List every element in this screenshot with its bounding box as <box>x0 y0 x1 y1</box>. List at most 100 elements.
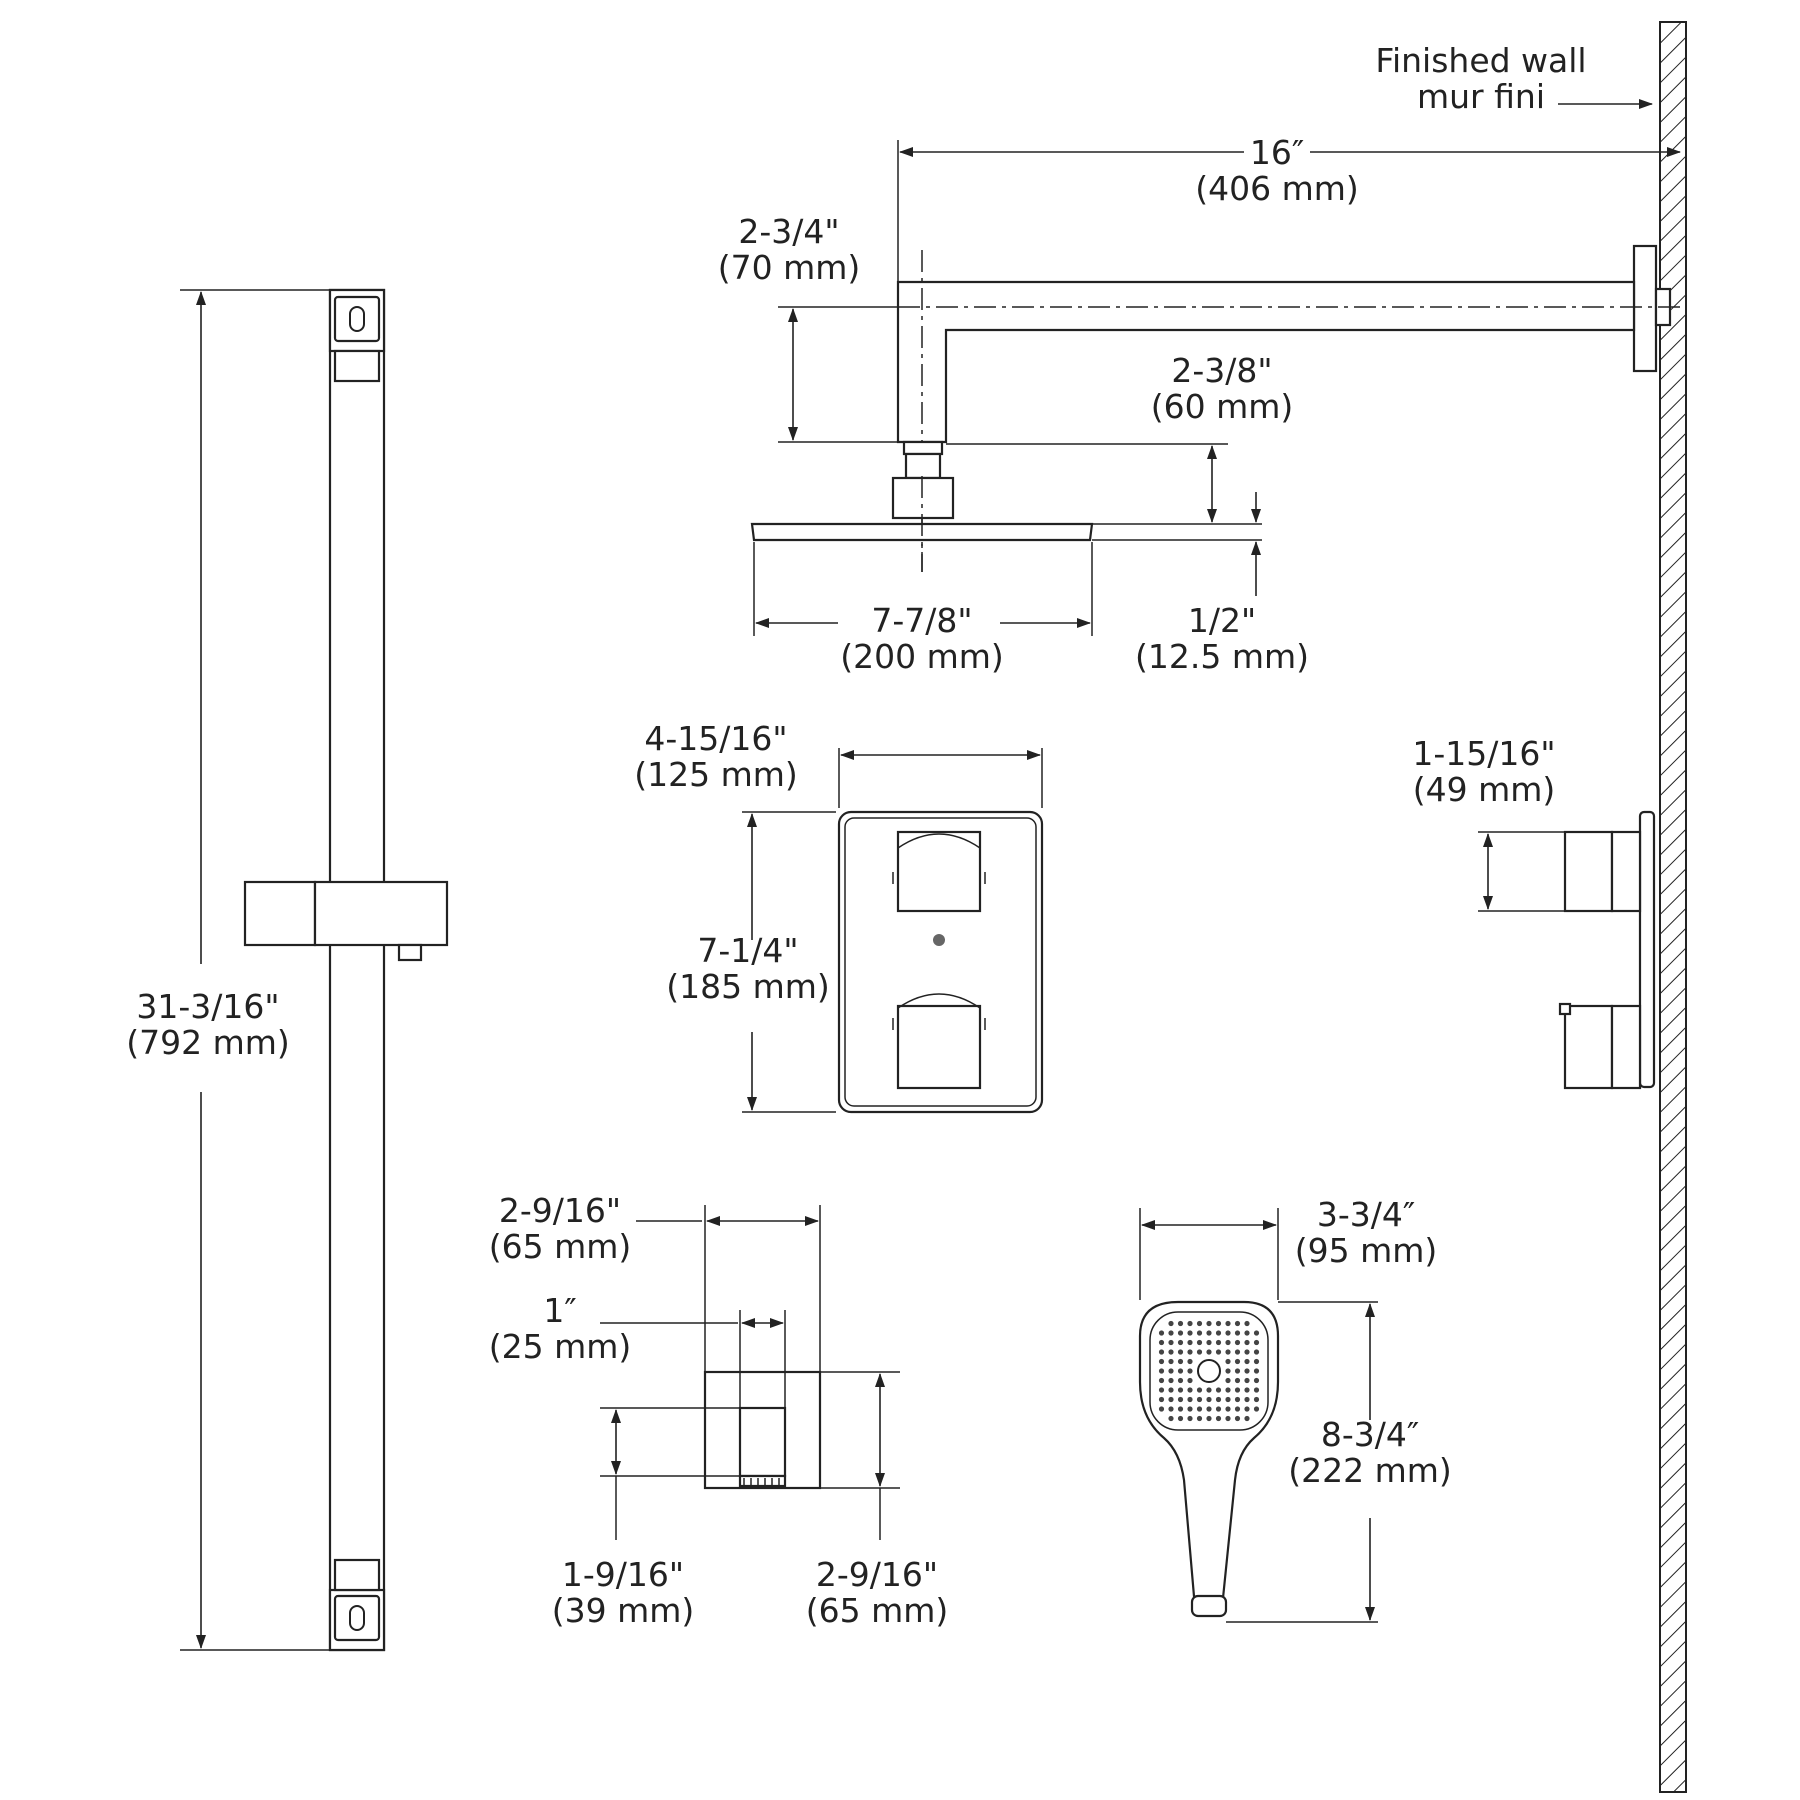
nozzle-dot <box>1234 1415 1241 1422</box>
hand-length-mm: (222 mm) <box>1288 1451 1452 1490</box>
nozzle-dot <box>1177 1339 1184 1346</box>
valve-height-in: 7-1/4" <box>697 931 798 970</box>
nozzle-dot <box>1225 1320 1231 1327</box>
nozzle-dot <box>1206 1339 1212 1346</box>
nozzle-dot <box>1187 1396 1193 1403</box>
nozzle-dot <box>1177 1368 1184 1374</box>
nozzle-dot <box>1177 1320 1184 1327</box>
nozzle-dot <box>1244 1368 1250 1374</box>
nozzle-dot <box>1225 1387 1231 1393</box>
elbow-width-in: 2-9/16" <box>499 1191 621 1230</box>
nozzle-dot <box>1225 1358 1231 1365</box>
nozzle-dot <box>1168 1339 1174 1346</box>
nozzle-dot <box>1244 1330 1250 1336</box>
nozzle-dot <box>1196 1339 1203 1346</box>
nozzle-dot <box>1244 1415 1250 1422</box>
nozzle-dot <box>1225 1330 1231 1336</box>
bar-length-mm: (792 mm) <box>126 1023 290 1062</box>
dim-arm-length: 16″ (406 mm) <box>897 133 1681 282</box>
nozzle-dot <box>1244 1320 1250 1327</box>
nozzle-dot <box>1168 1349 1174 1355</box>
valve-width-in: 4-15/16" <box>644 719 787 758</box>
nozzle-dot <box>1253 1396 1260 1403</box>
bar-length-in: 31-3/16" <box>136 987 279 1026</box>
nozzle-dot <box>1168 1377 1174 1384</box>
nozzle-dot <box>1206 1349 1212 1355</box>
nozzle-dot <box>1187 1368 1193 1374</box>
nozzle-dot <box>1187 1349 1193 1355</box>
nozzle-dot <box>1187 1320 1193 1327</box>
nozzle-dot <box>1234 1330 1241 1336</box>
nozzle-dot <box>1177 1349 1184 1355</box>
elbow-offset-in: 1-9/16" <box>562 1555 684 1594</box>
dim-valve-width: 4-15/16" (125 mm) <box>634 719 1043 808</box>
arm-drop-mm: (70 mm) <box>718 248 861 287</box>
nozzle-dot <box>1253 1377 1260 1384</box>
head-thickness-mm: (12.5 mm) <box>1135 637 1309 676</box>
nozzle-dot <box>1196 1406 1203 1412</box>
arm-length-in: 16″ <box>1250 133 1304 172</box>
head-thickness-in: 1/2" <box>1188 601 1256 640</box>
nozzle-dot <box>1234 1320 1241 1327</box>
nozzle-dot <box>1158 1377 1165 1384</box>
nozzle-dot <box>1225 1368 1231 1374</box>
arm-length-mm: (406 mm) <box>1195 169 1359 208</box>
nozzle-dot <box>1206 1406 1212 1412</box>
nozzle-dot <box>1215 1387 1222 1393</box>
nozzle-dot <box>1196 1330 1203 1336</box>
nozzle-dot <box>1215 1415 1222 1422</box>
nozzle-dot <box>1225 1406 1231 1412</box>
nozzle-dot <box>1158 1406 1165 1412</box>
nozzle-dot <box>1187 1406 1193 1412</box>
nozzle-dot <box>1206 1387 1212 1393</box>
nozzle-dot <box>1158 1339 1165 1346</box>
valve-width-mm: (125 mm) <box>634 755 798 794</box>
nozzle-dot <box>1187 1415 1193 1422</box>
nozzle-dot <box>1187 1358 1193 1365</box>
slide-bar <box>243 288 449 1652</box>
wall-label-fr: mur fini <box>1417 77 1545 116</box>
nozzle-dot <box>1206 1415 1212 1422</box>
nozzle-dot <box>1196 1396 1203 1403</box>
dim-head-width: 7-7/8" (200 mm) <box>753 542 1093 676</box>
dim-arm-drop: 2-3/4" (70 mm) <box>718 212 898 443</box>
hand-width-in: 3-3/4″ <box>1317 1195 1415 1234</box>
hand-shower-nozzles <box>1158 1320 1260 1422</box>
head-connector-in: 2-3/8" <box>1171 351 1272 390</box>
nozzle-dot <box>1168 1320 1174 1327</box>
nozzle-dot <box>1177 1377 1184 1384</box>
nozzle-dot <box>1234 1358 1241 1365</box>
nozzle-dot <box>1168 1415 1174 1422</box>
head-connector-mm: (60 mm) <box>1151 387 1294 426</box>
elbow-height-in: 2-9/16" <box>816 1555 938 1594</box>
nozzle-dot <box>1215 1349 1222 1355</box>
arm-drop-in: 2-3/4" <box>738 212 839 251</box>
nozzle-dot <box>1168 1396 1174 1403</box>
nozzle-dot <box>1225 1415 1231 1422</box>
nozzle-dot <box>1177 1387 1184 1393</box>
elbow-width-mm: (65 mm) <box>489 1227 632 1266</box>
nozzle-dot <box>1225 1349 1231 1355</box>
nozzle-dot <box>1187 1387 1193 1393</box>
nozzle-dot <box>1196 1320 1203 1327</box>
nozzle-dot <box>1206 1330 1212 1336</box>
nozzle-dot <box>1244 1349 1250 1355</box>
elbow-height-mm: (65 mm) <box>806 1591 949 1630</box>
nozzle-dot <box>1253 1387 1260 1393</box>
elbow-outlet-in: 1″ <box>543 1291 576 1330</box>
wall-elbow <box>703 1370 822 1490</box>
nozzle-dot <box>1234 1387 1241 1393</box>
nozzle-dot <box>1234 1396 1241 1403</box>
nozzle-dot <box>1234 1406 1241 1412</box>
nozzle-dot <box>1253 1358 1260 1365</box>
dim-elbow-width: 2-9/16" (65 mm) <box>489 1191 821 1372</box>
nozzle-dot <box>1177 1330 1184 1336</box>
nozzle-dot <box>1158 1368 1165 1374</box>
nozzle-dot <box>1168 1406 1174 1412</box>
knob-depth-in: 1-15/16" <box>1412 734 1555 773</box>
hand-shower <box>1138 1300 1280 1618</box>
nozzle-dot <box>1168 1387 1174 1393</box>
wall-label-en: Finished wall <box>1375 41 1586 80</box>
head-width-mm: (200 mm) <box>840 637 1004 676</box>
